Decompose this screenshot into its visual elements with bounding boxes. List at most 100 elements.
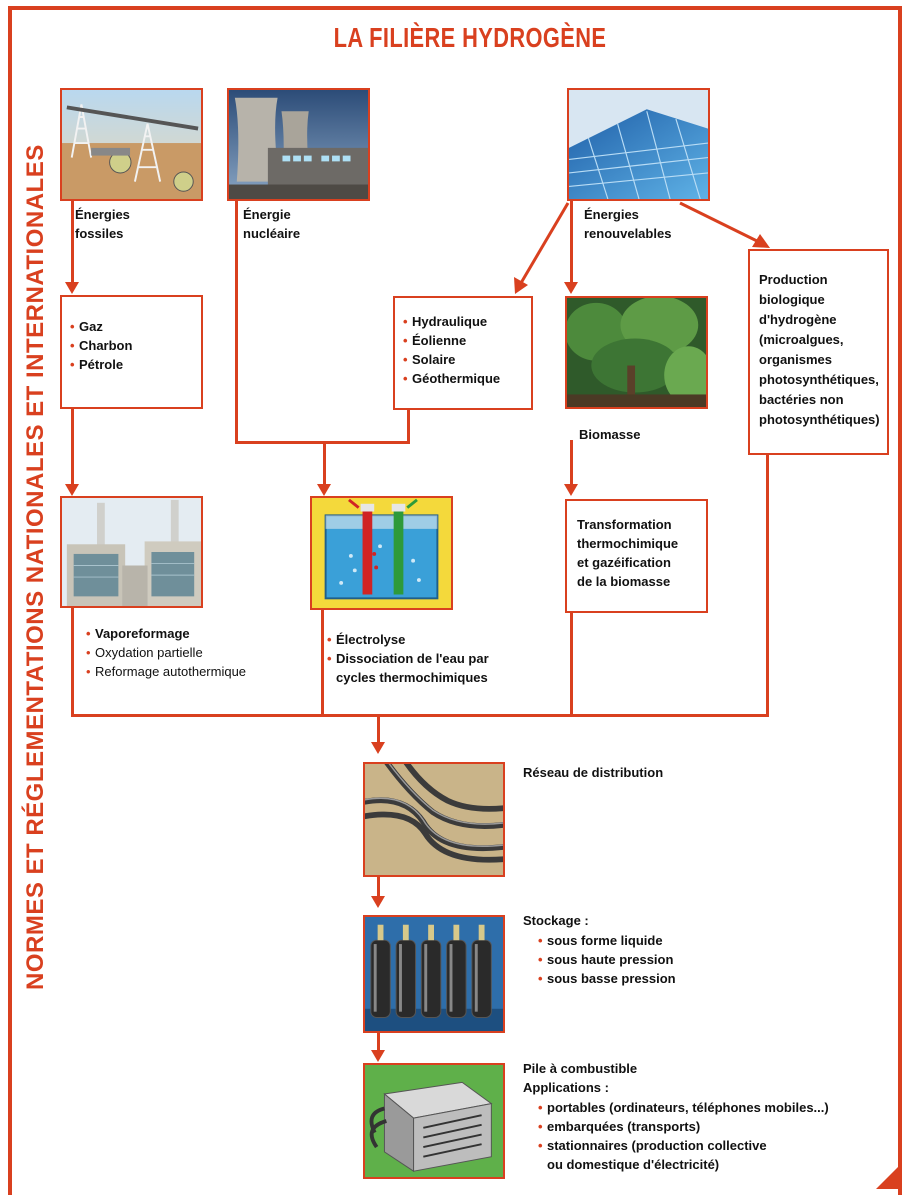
bio-production-text: Production biologique d'hydrogène (micro… [759,270,880,430]
frame-top-border [8,6,898,10]
text-line: Applications : [523,1080,609,1095]
list-item: Hydraulique [403,312,500,331]
fuel-cell-title: Pile à combustible Applications : [523,1059,637,1097]
fossil-list: Gaz Charbon Pétrole [70,317,132,374]
connector [570,200,573,286]
renewable-list: Hydraulique Éolienne Solaire Géothermiqu… [403,312,500,388]
text-line: (microalgues, [759,332,844,347]
text-line: d'hydrogène [759,312,837,327]
list-item: portables (ordinateurs, téléphones mobil… [538,1098,829,1117]
connector [407,410,410,444]
fuel-cell-image [363,1063,505,1179]
renewable-list-box: Hydraulique Éolienne Solaire Géothermiqu… [393,296,533,410]
label-line: nucléaire [243,226,301,241]
electrolysis-image [310,496,453,610]
list-item: Pétrole [70,355,132,374]
text-line: photosynthétiques) [759,412,880,427]
storage-list: sous forme liquide sous haute pression s… [538,931,676,988]
arrow-down-icon [371,1050,385,1062]
electrolysis-list: Électrolyse Dissociation de l'eau par cyc… [327,630,489,687]
connector [377,1033,380,1053]
list-item: sous haute pression [538,950,676,969]
text-line: thermochimique [577,536,679,551]
nuclear-energy-label: Énergie nucléaire [243,205,300,243]
connector [321,610,324,716]
connector [766,455,769,716]
list-item: Reformage autothermique [86,662,246,681]
list-item: Géothermique [403,369,500,388]
arrow-icon [514,277,528,294]
storage-image [363,915,505,1033]
reforming-list: Vaporeformage Oxydation partielle Reform… [86,624,246,681]
arrow-down-icon [371,896,385,908]
frame-left-border [8,6,12,1195]
list-item: Oxydation partielle [86,643,246,662]
connector [71,200,74,286]
connector-bus [71,714,769,717]
label-line: Énergie [243,207,291,222]
biomass-image [565,296,708,409]
side-title: NORMES ET RÉGLEMENTATIONS NATIONALES ET … [22,144,49,990]
connector [679,201,758,243]
text-line: Dissociation de l'eau par [336,651,489,666]
list-item: Dissociation de l'eau par cycles thermoch… [327,649,489,687]
text-line: de la biomasse [577,574,671,589]
text-line: embarquées (transports) [547,1119,701,1134]
connector [570,440,573,488]
text-line: biologique [759,292,825,307]
connector [377,716,380,746]
text-line: stationnaires (production collective [547,1138,767,1153]
label-line: Énergies [584,207,639,222]
renewable-energy-image [567,88,710,201]
bio-production-box: Production biologique d'hydrogène (micro… [748,249,889,455]
arrow-down-icon [65,484,79,496]
list-item: Gaz [70,317,132,336]
thermochemical-box: Transformation thermochimique et gazéifi… [565,499,708,613]
frame-corner [876,1167,898,1189]
text-line: Production [759,272,828,287]
arrow-down-icon [317,484,331,496]
text-line: portables (ordinateurs, téléphones mobil… [547,1100,829,1115]
connector [71,408,74,488]
text-line: photosynthétiques, [759,372,879,387]
connector [235,441,409,444]
label-line: renouvelables [584,226,672,241]
arrow-icon [752,234,770,248]
connector [570,612,573,716]
connector [235,200,238,443]
storage-title: Stockage : [523,913,589,928]
fossil-list-box: Gaz Charbon Pétrole [60,295,203,409]
list-item: Électrolyse [327,630,489,649]
distribution-label: Réseau de distribution [523,765,664,780]
text-line: cycles thermochimiques [336,670,488,685]
renewable-energy-label: Énergies renouvelables [584,205,671,243]
fossil-energy-image [60,88,203,201]
arrow-down-icon [564,282,578,294]
arrow-down-icon [65,282,79,294]
label-line: fossiles [75,226,124,241]
connector [71,608,74,716]
fossil-energy-label: Énergies fossiles [75,205,130,243]
diagram-title: LA FILIÈRE HYDROGÈNE [333,22,607,53]
arrow-down-icon [564,484,578,496]
text-line: Électrolyse [336,632,406,647]
text-line: organismes [759,352,832,367]
list-item: Solaire [403,350,500,369]
label-line: Énergies [75,207,130,222]
text-line: Transformation [577,517,672,532]
nuclear-energy-image [227,88,370,201]
distribution-network-image [363,762,505,877]
list-item: embarquées (transports) [538,1117,829,1136]
text-line: et gazéification [577,555,671,570]
connector [519,202,570,284]
reforming-plant-image [60,496,203,608]
arrow-down-icon [371,742,385,754]
text-line: bactéries non [759,392,844,407]
biomass-label: Biomasse [579,427,641,442]
connector [377,877,380,899]
frame-right-border [898,6,902,1195]
list-item: Vaporeformage [86,624,246,643]
connector [323,441,326,486]
list-item: sous forme liquide [538,931,676,950]
